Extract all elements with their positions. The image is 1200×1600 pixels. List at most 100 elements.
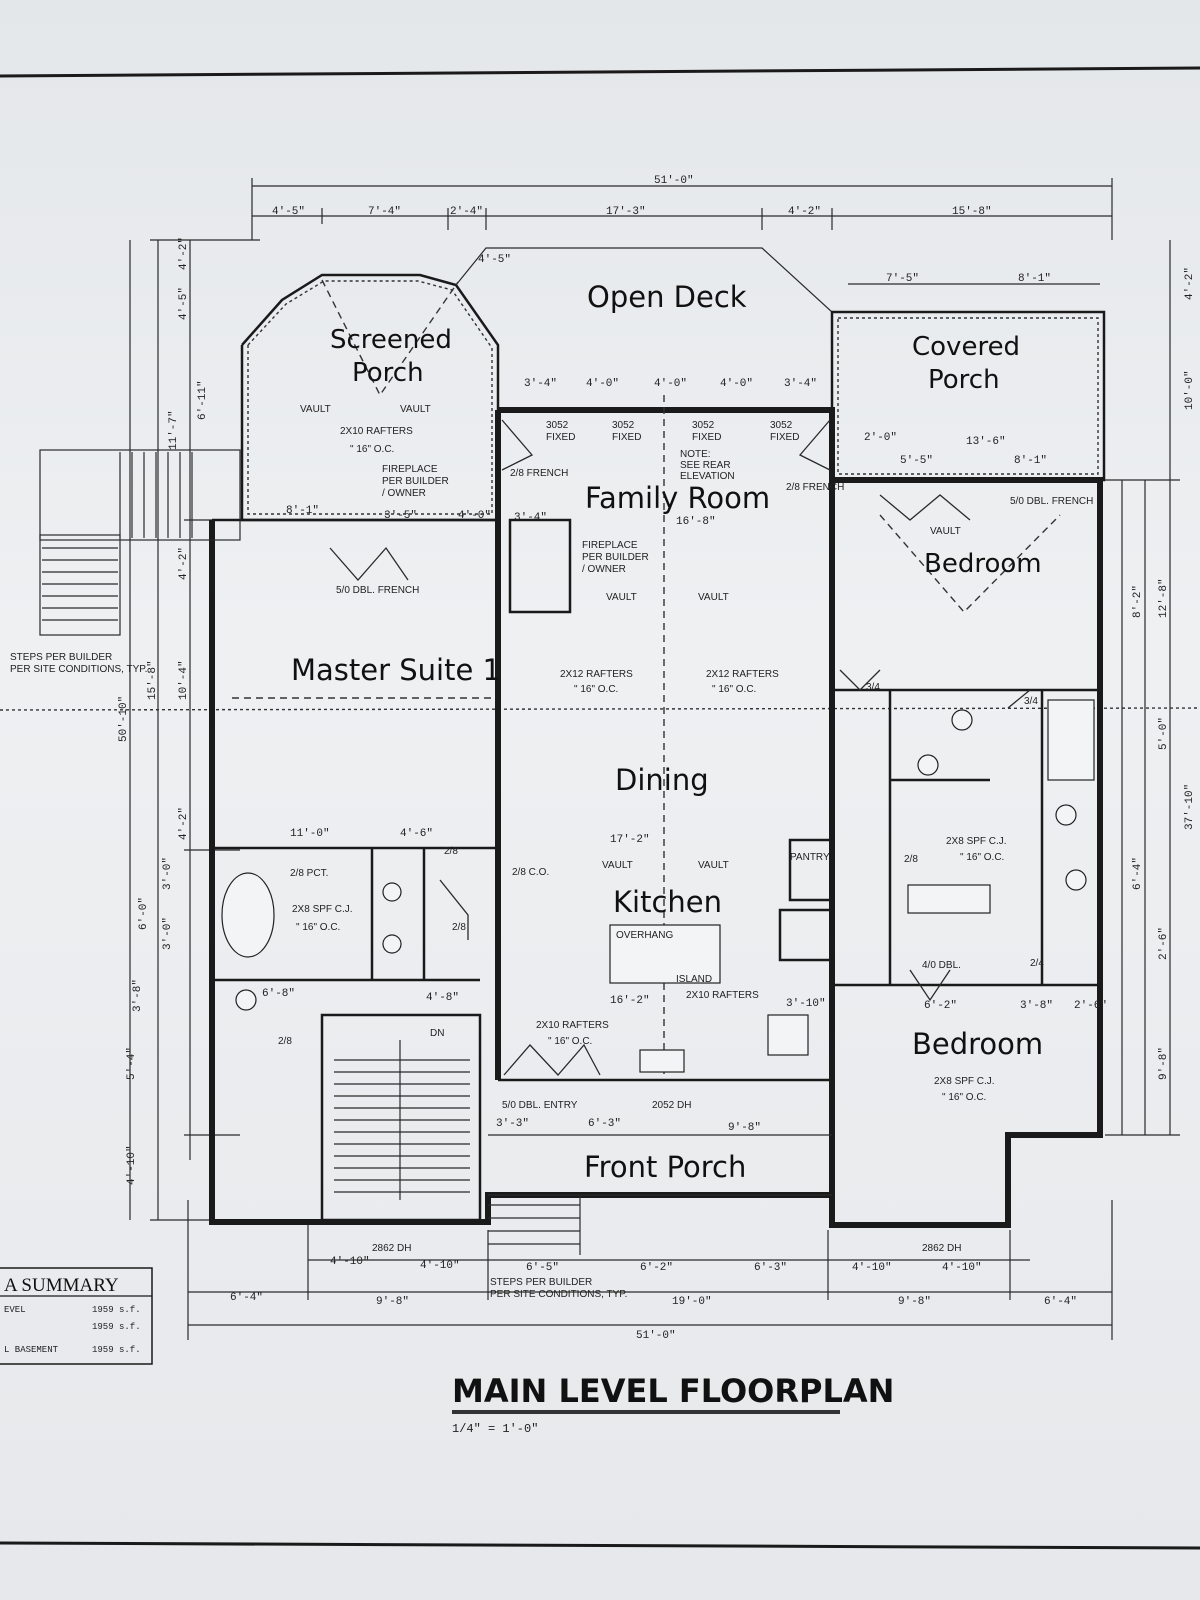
plan-text: 8'-1" <box>286 505 319 517</box>
plan-text: 4'-2" <box>1184 267 1196 300</box>
plan-text: 2/8 FRENCH <box>786 482 844 493</box>
dimension-labels: 51'-0" 4'-5" 7'-4" 2'-4" 17'-3" 4'-2" 15… <box>118 175 1196 1342</box>
plan-text: FIXED <box>546 432 575 443</box>
plan-text: 19'-0" <box>672 1296 712 1308</box>
plan-text: / OWNER <box>382 488 426 499</box>
plan-text: 6'-11" <box>197 380 209 420</box>
plan-text: 3'-8" <box>132 979 144 1012</box>
plan-text: 17'-2" <box>610 834 650 846</box>
room-label-master-suite: Master Suite 1 <box>291 653 501 687</box>
plan-text: 2X8 SPF C.J. <box>934 1076 995 1087</box>
plan-text: ELEVATION <box>680 471 735 482</box>
plan-text: 2X12 RAFTERS <box>706 669 779 680</box>
drawing-scale: 1/4" = 1'-0" <box>452 1422 538 1436</box>
plan-text: 5'-0" <box>1158 717 1170 750</box>
plan-text: 2/8 <box>278 1036 292 1047</box>
plan-text: 2/8 <box>904 854 918 865</box>
plan-text: VAULT <box>698 592 729 603</box>
plan-text: 15'-8" <box>952 206 992 218</box>
plan-text: " 16" O.C. <box>960 852 1004 863</box>
plan-text: 16'-8" <box>676 516 716 528</box>
room-label-kitchen: Kitchen <box>613 885 722 919</box>
plan-text: 50'-10" <box>118 696 130 742</box>
plan-text: 3052 <box>546 420 569 431</box>
summary-row-1-label: EVEL <box>4 1305 26 1315</box>
plan-text: 12'-8" <box>1158 578 1170 618</box>
plan-text: 4'-2" <box>178 807 190 840</box>
plan-text: 3'-8" <box>1020 1000 1053 1012</box>
plan-text: 2862 DH <box>372 1243 411 1254</box>
room-label-open-deck: Open Deck <box>587 280 747 314</box>
plan-text: " 16" O.C. <box>350 444 394 455</box>
plan-text: VAULT <box>606 592 637 603</box>
plan-text: 51'-0" <box>654 175 694 187</box>
plan-text: 2'-6" <box>1158 927 1170 960</box>
plan-text: 3'-4" <box>514 512 547 524</box>
plan-text: 3/4 <box>866 682 880 693</box>
plan-text: 2/8 C.O. <box>512 867 549 878</box>
room-label-screened: Screened <box>330 325 452 355</box>
drawing-title: MAIN LEVEL FLOORPLAN <box>452 1372 894 1410</box>
plan-text: VAULT <box>400 404 431 415</box>
room-label-bedroom-lower: Bedroom <box>912 1027 1043 1061</box>
plan-text: 5'-4" <box>126 1047 138 1080</box>
room-label-family-room: Family Room <box>585 481 770 515</box>
plan-text: VAULT <box>602 860 633 871</box>
plan-text: STEPS PER BUILDER <box>10 652 112 663</box>
plan-text: FIXED <box>612 432 641 443</box>
plan-text: 4'-6" <box>400 828 433 840</box>
plan-text: 2/4 <box>1030 958 1044 969</box>
plan-text: 11'-0" <box>290 828 330 840</box>
plan-text: 7'-4" <box>368 206 401 218</box>
sheet-border-top <box>0 66 1200 78</box>
plan-text: 4'-10" <box>126 1145 138 1185</box>
plan-text: 9'-8" <box>898 1296 931 1308</box>
plan-text: NOTE: <box>680 449 711 460</box>
plan-text: 15'-8" <box>147 660 159 700</box>
annotations: VAULT VAULT 2X10 RAFTERS " 16" O.C. FIRE… <box>10 404 1093 1300</box>
plan-text: 2/8 PCT. <box>290 868 328 879</box>
plan-text: PER BUILDER <box>582 552 649 563</box>
plan-text: 4'-5" <box>272 206 305 218</box>
plan-text: 6'-2" <box>924 1000 957 1012</box>
plan-text: FIXED <box>770 432 799 443</box>
plan-text: PER BUILDER <box>382 476 449 487</box>
plan-text: 3'-0" <box>162 857 174 890</box>
plan-text: 4'-8" <box>426 992 459 1004</box>
plan-text: " 16" O.C. <box>942 1092 986 1103</box>
plan-text: FIXED <box>692 432 721 443</box>
plan-text: ISLAND <box>676 974 712 985</box>
door-swings <box>329 419 1031 1076</box>
plan-text: FIREPLACE <box>582 540 638 551</box>
plan-text: 2/8 <box>452 922 466 933</box>
plan-text: OVERHANG <box>616 930 673 941</box>
plan-text: 4'-2" <box>178 237 190 270</box>
plan-text: 4'-10" <box>942 1262 982 1274</box>
plan-text: " 16" O.C. <box>712 684 756 695</box>
plan-text: 6'-3" <box>588 1118 621 1130</box>
plan-text: STEPS PER BUILDER <box>490 1277 592 1288</box>
plan-text: 9'-8" <box>376 1296 409 1308</box>
plan-text: 2X8 SPF C.J. <box>946 836 1007 847</box>
plan-text: 8'-2" <box>1132 585 1144 618</box>
plan-text: 3052 <box>770 420 793 431</box>
room-label-bedroom-upper: Bedroom <box>924 549 1042 579</box>
summary-row-2-value: 1959 s.f. <box>92 1322 141 1332</box>
plan-text: 4'-0" <box>586 378 619 390</box>
plan-text: 5'-5" <box>900 455 933 467</box>
plan-text: / OWNER <box>582 564 626 575</box>
plan-text: 2'-6" <box>1074 1000 1107 1012</box>
plan-text: 6'-3" <box>754 1262 787 1274</box>
plan-text: " 16" O.C. <box>574 684 618 695</box>
plan-text: 4/0 DBL. <box>922 960 961 971</box>
plan-text: FIREPLACE <box>382 464 438 475</box>
plan-text: 5/0 DBL. FRENCH <box>336 585 419 596</box>
plan-text: 2X10 RAFTERS <box>686 990 759 1001</box>
plan-text: 4'-5" <box>478 254 511 266</box>
plan-text: 2'-0" <box>864 432 897 444</box>
area-summary: A SUMMARY EVEL 1959 s.f. 1959 s.f. L BAS… <box>0 1267 153 1365</box>
plan-text: 17'-3" <box>606 206 646 218</box>
plan-text: 3'-4" <box>524 378 557 390</box>
